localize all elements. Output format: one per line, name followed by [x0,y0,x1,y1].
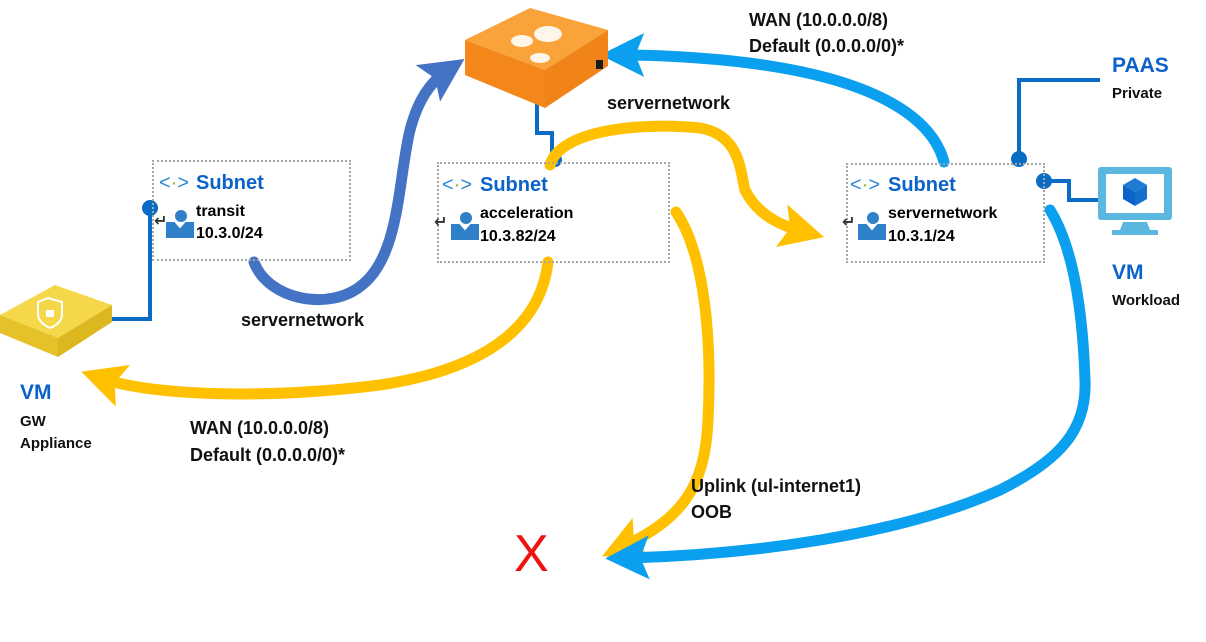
subnet-title: Subnet [196,172,264,194]
vm-workload-subtitle: Workload [1112,292,1181,309]
vm-gateway-subtitle-line1: GW [20,413,46,430]
blocked-x-icon: X [514,525,549,583]
user-route-icon [166,210,194,238]
connector-gateway-transit [108,210,152,321]
top-route-label-default: Default (0.0.0.0/0)* [749,36,905,56]
flow-transit-to-steelhead [248,59,465,306]
left-route-label-wan: WAN (10.0.0.0/8) [190,418,330,438]
flow-servernetwork-to-steelhead [600,33,950,168]
vm-workload-title: VM [1112,261,1144,284]
subnet-servernetwork[interactable] [846,163,1045,263]
user-route-icon [858,212,886,240]
subnet-name: acceleration [480,205,574,222]
transit-to-steelhead-label: servernetwork [241,310,365,330]
user-route-icon [451,212,479,240]
subnet-name: transit [196,203,245,220]
subnet-brackets-icon: <·> [850,174,881,196]
paas-title: PAAS [1112,54,1169,77]
vm-gateway-subtitle-line2: Appliance [20,435,92,452]
subnet-transit[interactable] [152,160,351,261]
subnet-brackets-icon: <·> [159,172,190,194]
subnet-cidr: 10.3.1/24 [888,228,955,245]
connector-steelhead-acceleration [535,104,554,160]
route-return-icon: ↵ [434,214,448,231]
top-route-label-wan: WAN (10.0.0.0/8) [749,10,889,30]
subnet-title: Subnet [480,174,548,196]
left-route-label-default: Default (0.0.0.0/0)* [190,445,346,465]
subnet-cidr: 10.3.82/24 [480,228,556,245]
connector-dot-transit [142,200,158,216]
uplink-label: Uplink (ul-internet1) [691,476,861,496]
subnet-cidr: 10.3.0/24 [196,225,263,242]
route-return-icon: ↵ [154,213,168,230]
subnet-acceleration[interactable] [437,162,670,263]
steelconnect-gateway-icon[interactable] [0,285,112,357]
flow-acceleration-to-uplink [602,206,715,558]
subnet-brackets-icon: <·> [442,174,473,196]
vm-monitor-icon[interactable] [1098,167,1172,235]
paas-subtitle: Private [1112,85,1163,102]
flow-servernetwork-to-uplink [605,204,1091,580]
vm-gateway-title: VM [20,381,52,404]
steelhead-appliance-icon[interactable] [465,8,608,108]
subnet-name: servernetwork [888,205,998,222]
uplink-oob-label: OOB [691,502,733,522]
connector-vm-workload [1044,179,1098,202]
route-return-icon: ↵ [842,214,856,231]
flow-acceleration-to-servernetwork [544,120,825,248]
subnet-title: Subnet [888,174,956,196]
accel-to-server-label: servernetwork [607,93,731,113]
flow-acceleration-to-gateway [81,256,554,407]
connector-paas [1017,78,1100,158]
